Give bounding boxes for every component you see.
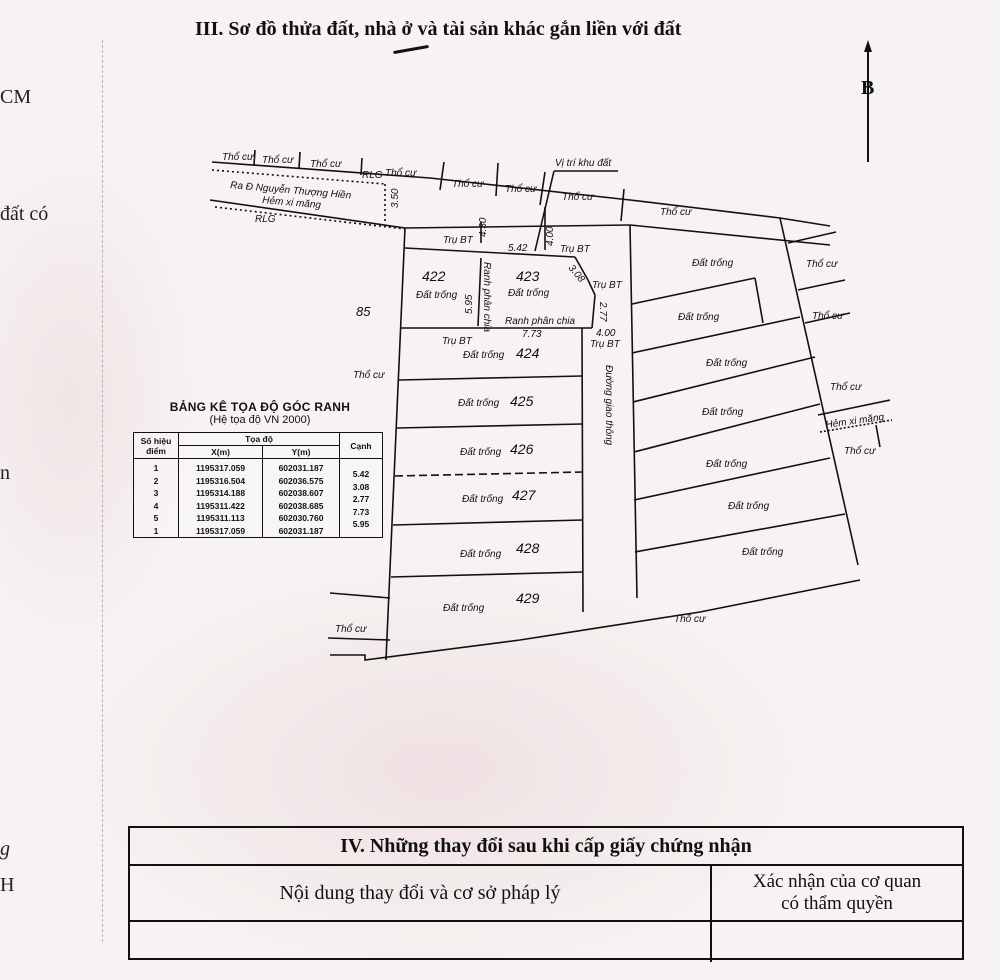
parcel-425: 425 (510, 393, 534, 409)
svg-text:Thổ cư: Thổ cư (262, 154, 294, 166)
svg-text:Đất trống: Đất trống (460, 446, 502, 458)
svg-text:Thổ cư: Thổ cư (562, 191, 594, 203)
header-x: X(m) (177, 445, 264, 459)
parcel-422: 422 (422, 268, 446, 284)
header-y: Y(m) (262, 445, 340, 459)
svg-text:Trụ BT: Trụ BT (560, 244, 591, 255)
svg-text:5.42: 5.42 (508, 243, 528, 254)
header-coords: Tọa độ (178, 432, 340, 446)
header-edge: Cạnh (339, 432, 383, 459)
y-column: 602031.187 602036.575 602038.607 602038.… (262, 458, 340, 538)
svg-text:RLG: RLG (362, 170, 383, 181)
svg-text:Thổ cư: Thổ cư (385, 167, 417, 179)
svg-text:RLG: RLG (255, 214, 276, 225)
change-content-cell (130, 922, 712, 962)
svg-text:Thổ cư: Thổ cư (812, 310, 844, 322)
parcel-424: 424 (516, 345, 540, 361)
parcel-427: 427 (512, 487, 537, 503)
svg-text:Đất trống: Đất trống (462, 493, 504, 505)
svg-text:Đất trống: Đất trống (463, 349, 505, 361)
land-plot-diagram: Thổ cư Thổ cư Thổ cư Thổ cư RLG Thổ cư T… (209, 149, 893, 661)
coordinate-table-title: BẢNG KÊ TỌA ĐỘ GÓC RANH (169, 400, 351, 414)
section-iii-title: III. Sơ đồ thửa đất, nhà ở và tài sản kh… (195, 18, 682, 40)
margin-text-5: H (0, 874, 15, 896)
parcel-428: 428 (516, 540, 540, 556)
svg-text:Đất trống: Đất trống (742, 546, 784, 558)
alley-label: Hẻm xi măng (262, 194, 322, 211)
svg-text:Đất trống: Đất trống (678, 311, 720, 323)
svg-text:7.73: 7.73 (522, 329, 542, 340)
svg-text:Thổ cư: Thổ cư (844, 445, 876, 457)
svg-text:Đất trống: Đất trống (692, 257, 734, 269)
svg-text:Đất trống: Đất trống (702, 406, 744, 418)
margin-text-4: g (0, 838, 10, 860)
section-iv-title: IV. Những thay đổi sau khi cấp giấy chứn… (130, 828, 962, 866)
north-label: B (861, 77, 875, 99)
parcel-426: 426 (510, 441, 534, 457)
svg-text:Thổ cư: Thổ cư (505, 183, 537, 195)
x-column: 1195317.059 1195316.504 1195314.188 1195… (177, 458, 264, 538)
column-change-content: Nội dung thay đổi và cơ sở pháp lý (130, 866, 712, 920)
svg-text:5.95: 5.95 (464, 294, 475, 314)
header-point: Số hiệu điểm (133, 432, 179, 459)
svg-text:4.00: 4.00 (596, 328, 616, 339)
margin-text-3: n (0, 462, 10, 484)
location-label: Vị trí khu đất (555, 157, 612, 169)
svg-text:Đất trống: Đất trống (728, 500, 770, 512)
label-residential: Thổ cư (222, 151, 254, 163)
section-iv-table: IV. Những thay đổi sau khi cấp giấy chứn… (128, 826, 964, 962)
margin-text-1: CM (0, 86, 32, 108)
svg-text:Ranh phân chia: Ranh phân chia (481, 262, 492, 332)
margin-text-2: đất có (0, 203, 49, 225)
svg-text:Trụ BT: Trụ BT (443, 235, 474, 246)
svg-text:Đất trống: Đất trống (443, 602, 485, 614)
svg-text:Trụ BT: Trụ BT (442, 336, 473, 347)
confirmation-cell (712, 922, 962, 962)
svg-text:Đất trống: Đất trống (706, 357, 748, 369)
parcel-429: 429 (516, 590, 540, 606)
svg-text:Thổ cư: Thổ cư (660, 206, 692, 218)
svg-text:3.50: 3.50 (390, 188, 401, 208)
coordinate-table-subtitle: (Hệ tọa độ VN 2000) (209, 414, 311, 426)
svg-text:Thổ cư: Thổ cư (353, 369, 385, 381)
svg-text:4.30: 4.30 (478, 217, 489, 237)
column-authority-confirmation: Xác nhận của cơ quan có thẩm quyền (752, 871, 922, 914)
coordinate-table: Số hiệu điểm Tọa độ Cạnh X(m) Y(m) 1 2 3… (133, 432, 383, 538)
svg-text:Trụ BT: Trụ BT (590, 339, 621, 350)
svg-text:Đất trống: Đất trống (458, 397, 500, 409)
svg-text:Thổ cư: Thổ cư (674, 613, 706, 625)
parcel-423: 423 (516, 268, 540, 284)
svg-text:Đất trống: Đất trống (508, 287, 550, 299)
svg-text:Thổ cư: Thổ cư (335, 623, 367, 635)
neighbor-parcel-85: 85 (356, 304, 371, 319)
svg-text:Thổ cư: Thổ cư (830, 381, 862, 393)
point-column: 1 2 3 4 5 1 (133, 458, 179, 538)
svg-text:Đất trống: Đất trống (460, 548, 502, 560)
svg-text:Thổ cư: Thổ cư (310, 158, 342, 170)
svg-text:3.08: 3.08 (566, 263, 587, 285)
svg-text:Đất trống: Đất trống (706, 458, 748, 470)
page-fold-line (102, 40, 104, 942)
edge-column: 5.42 3.08 2.77 7.73 5.95 (339, 458, 383, 538)
north-arrow-icon (864, 40, 872, 162)
svg-text:2.77: 2.77 (597, 301, 608, 322)
svg-text:Đất trống: Đất trống (416, 289, 458, 301)
svg-text:Trụ BT: Trụ BT (592, 280, 623, 291)
svg-text:4.00: 4.00 (545, 226, 556, 246)
svg-text:Thổ cư: Thổ cư (452, 178, 484, 190)
svg-text:Ranh phân chia: Ranh phân chia (505, 316, 575, 327)
traffic-road-label: Đường giao thông (603, 365, 614, 446)
svg-text:Thổ cư: Thổ cư (806, 258, 838, 270)
